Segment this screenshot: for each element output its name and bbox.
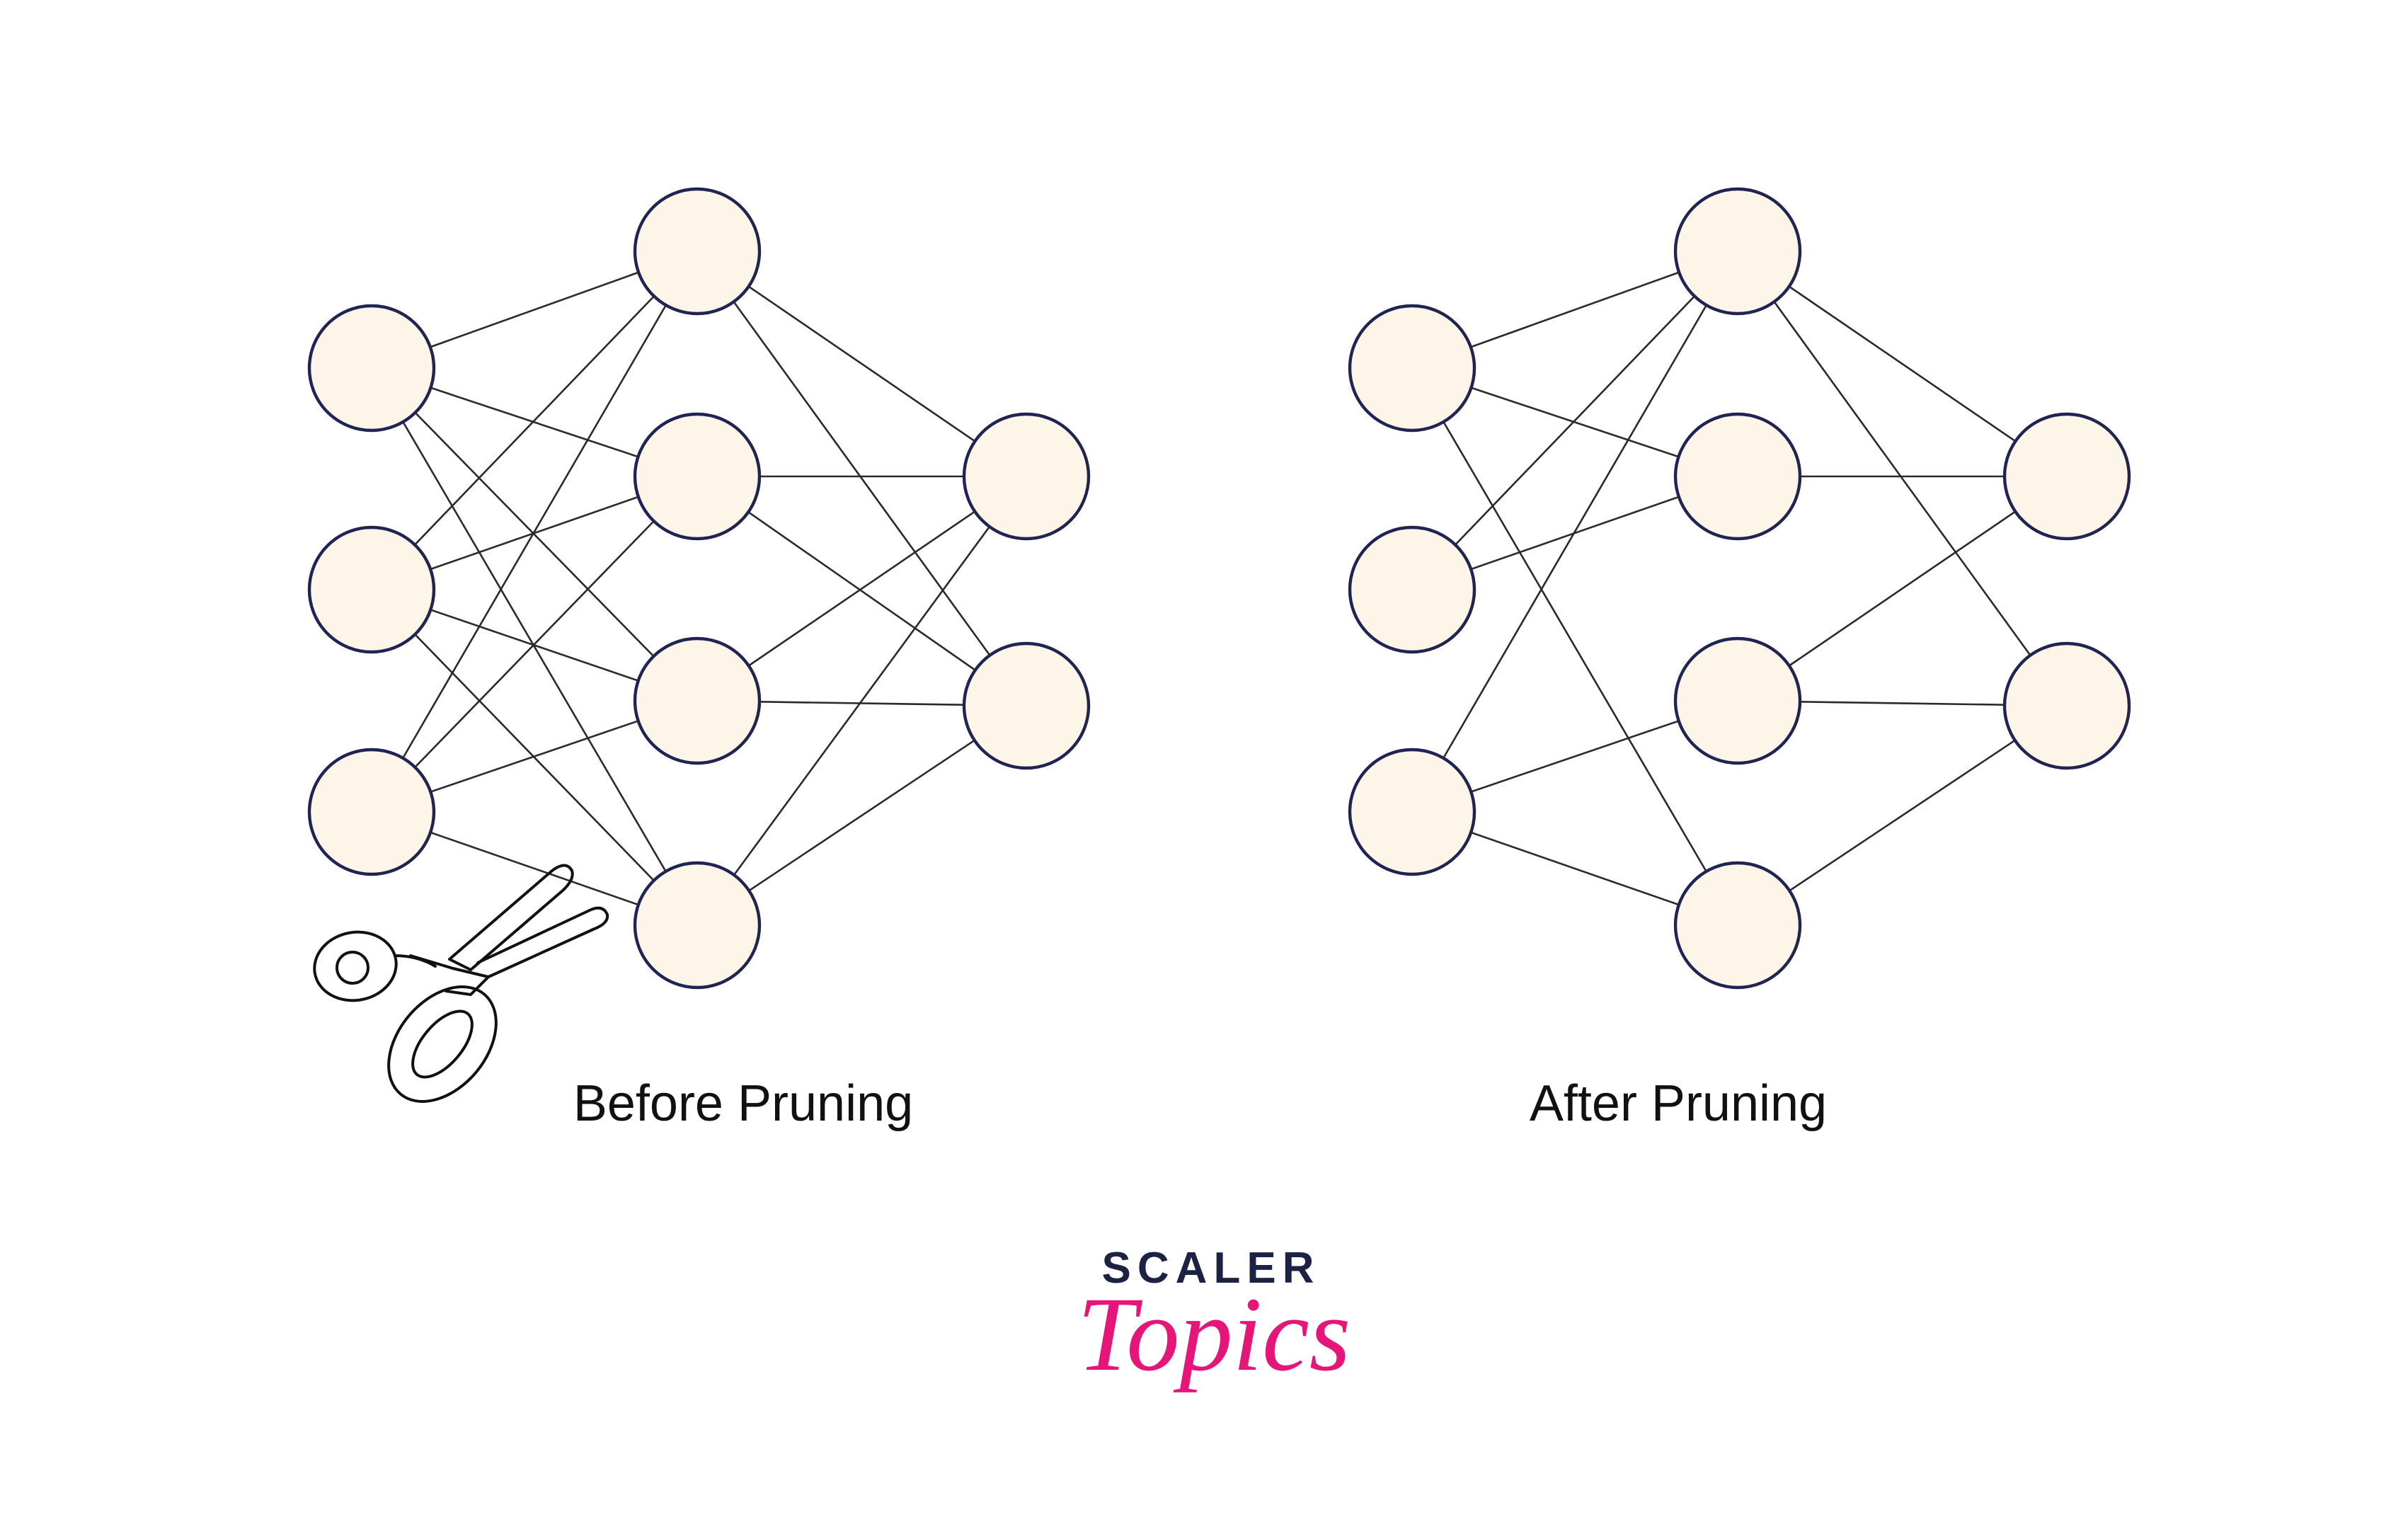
- input-node-1: [307, 525, 436, 654]
- input-node-1: [1348, 525, 1477, 654]
- edge-input-0-hidden-3: [1411, 367, 1739, 926]
- hidden-node-1: [1673, 412, 1802, 541]
- output-node-0: [2002, 412, 2131, 541]
- input-node-2: [1348, 748, 1477, 876]
- input-node-2: [307, 748, 436, 876]
- edge-hidden-0-output-0: [696, 250, 1027, 478]
- network-before-pruning: [307, 187, 1091, 990]
- hidden-node-3: [1673, 861, 1802, 990]
- edge-hidden-0-output-1: [696, 251, 1028, 706]
- caption-before-pruning: Before Pruning: [573, 1075, 913, 1132]
- hidden-node-2: [1673, 636, 1802, 765]
- edge-input-2-hidden-0: [370, 251, 699, 813]
- scissors-icon: [313, 864, 609, 1103]
- nodes-before: [307, 187, 1091, 990]
- edge-hidden-1-output-1: [696, 475, 1027, 707]
- input-node-0: [307, 304, 436, 433]
- scaler-topics-logo: SCALER Topics: [1077, 1244, 1351, 1393]
- hidden-node-2: [633, 636, 762, 765]
- edge-hidden-3-output-1: [696, 704, 1027, 927]
- output-node-1: [2002, 641, 2131, 770]
- edge-input-0-hidden-3: [370, 367, 699, 926]
- output-node-0: [962, 412, 1091, 541]
- network-after-pruning: [1348, 187, 2131, 990]
- caption-after-pruning: After Pruning: [1530, 1075, 1827, 1132]
- hidden-node-3: [633, 861, 762, 990]
- input-node-0: [1348, 304, 1477, 433]
- edge-hidden-3-output-1: [1737, 704, 2068, 927]
- edge-hidden-2-output-0: [1737, 475, 2068, 702]
- edge-input-2-hidden-1: [371, 476, 698, 813]
- output-node-1: [962, 641, 1091, 770]
- edge-hidden-2-output-0: [696, 475, 1027, 702]
- edge-hidden-3-output-0: [696, 476, 1028, 926]
- edge-hidden-0-output-1: [1736, 251, 2068, 706]
- logo-topics-text: Topics: [1077, 1276, 1351, 1393]
- edge-input-1-hidden-3: [371, 589, 698, 926]
- edge-input-1-hidden-0: [1411, 251, 1738, 590]
- hidden-node-1: [633, 412, 762, 541]
- nodes-after: [1348, 187, 2131, 990]
- edge-input-1-hidden-0: [371, 251, 698, 590]
- edges-after: [1411, 250, 2068, 927]
- hidden-node-0: [633, 187, 762, 316]
- edge-hidden-0-output-0: [1737, 250, 2068, 478]
- logo-scaler-text: SCALER: [1102, 1244, 1321, 1293]
- edges-before: [370, 250, 1028, 927]
- hidden-node-0: [1673, 187, 1802, 316]
- edge-input-0-hidden-2: [371, 367, 698, 702]
- edge-input-2-hidden-0: [1411, 251, 1739, 813]
